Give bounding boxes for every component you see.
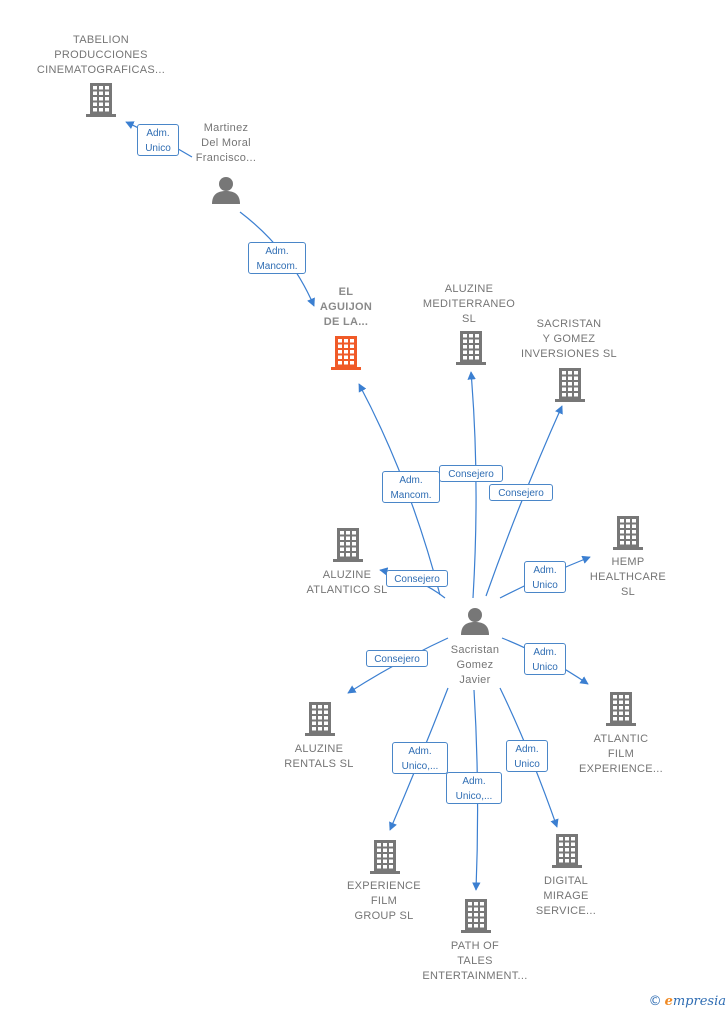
node-label[interactable]: Sacristan Gomez Javier [450, 644, 500, 686]
node-label[interactable]: ALUZINE RENTALS SL [284, 743, 354, 770]
edge-label[interactable]: Adm. Unico [524, 561, 566, 593]
building-icon [555, 368, 585, 402]
node-label[interactable]: HEMP HEALTHCARE SL [589, 556, 667, 598]
edge-sacristan_javier-to-sacristan_gomez_inv [485, 405, 563, 597]
building-icon [331, 336, 361, 370]
edge-label[interactable]: Adm. Mancom. [382, 471, 440, 503]
edge-label[interactable]: Adm. Unico [506, 740, 548, 772]
copyright-icon: © [648, 994, 662, 1009]
node-label[interactable]: EL AGUIJON DE LA... [319, 286, 373, 328]
building-icon [86, 83, 116, 117]
edge-label[interactable]: Consejero [439, 464, 503, 482]
edge-label[interactable]: Adm. Unico,... [392, 742, 448, 774]
building-icon [333, 528, 363, 562]
building-icon [613, 516, 643, 550]
person-icon [461, 608, 489, 635]
building-icon [456, 331, 486, 365]
node-label[interactable]: EXPERIENCE FILM GROUP SL [347, 880, 421, 922]
building-icon [606, 692, 636, 726]
node-label[interactable]: ALUZINE ATLANTICO SL [306, 569, 388, 596]
building-icon [305, 702, 335, 736]
node-label[interactable]: DIGITAL MIRAGE SERVICE... [535, 875, 597, 917]
brand-logo-initial: e [664, 994, 673, 1009]
brand-footer[interactable]: ©empresia [649, 994, 726, 1009]
edge-label[interactable]: Consejero [489, 483, 553, 501]
edge-label[interactable]: Consejero [386, 569, 448, 587]
node-label[interactable]: Martinez Del Moral Francisco... [195, 122, 257, 164]
brand-logo-text: mpresia [672, 994, 726, 1009]
node-label[interactable]: ATLANTIC FILM EXPERIENCE... [579, 733, 663, 775]
node-label[interactable]: ALUZINE MEDITERRANEO SL [422, 283, 516, 325]
edge-label[interactable]: Consejero [366, 649, 428, 667]
edge-sacristan_javier-to-aluzine_med [467, 371, 477, 599]
edge-label[interactable]: Adm. Unico,... [446, 772, 502, 804]
node-label[interactable]: PATH OF TALES ENTERTAINMENT... [422, 940, 528, 982]
building-icon [461, 899, 491, 933]
edge-label[interactable]: Adm. Mancom. [248, 242, 306, 274]
edge-label[interactable]: Adm. Unico [524, 643, 566, 675]
building-icon [552, 834, 582, 868]
node-label[interactable]: SACRISTAN Y GOMEZ INVERSIONES SL [521, 318, 617, 360]
node-label[interactable]: TABELION PRODUCCIONES CINEMATOGRAFICAS..… [36, 34, 166, 76]
person-icon [212, 177, 240, 204]
edge-label[interactable]: Adm. Unico [137, 124, 179, 156]
building-icon [370, 840, 400, 874]
